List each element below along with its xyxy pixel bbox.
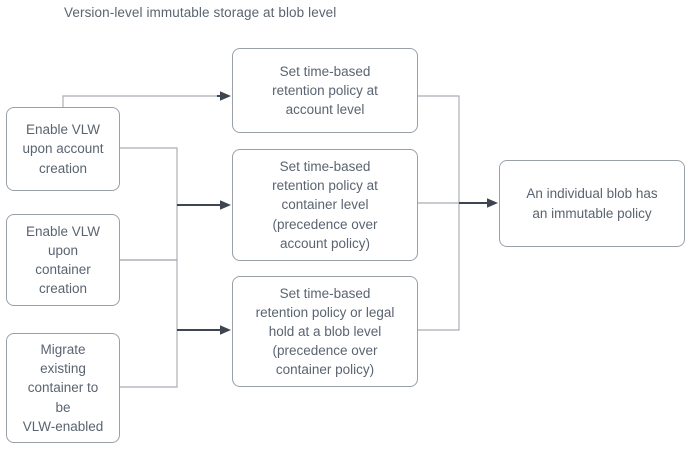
node-label: Set time-based retention policy at conta… [272, 159, 378, 251]
node-label: Enable VLW upon container creation [25, 223, 101, 297]
edge-retention-account-to-blob-immutable [418, 95, 460, 203]
node-individual-blob-immutable[interactable]: An individual blob has an immutable poli… [499, 160, 685, 247]
node-retention-container-level[interactable]: Set time-based retention policy at conta… [232, 149, 418, 261]
node-label: Set time-based retention policy at accou… [272, 63, 378, 118]
node-retention-account-level[interactable]: Set time-based retention policy at accou… [232, 48, 418, 133]
edge-left-group-to-container-policy [120, 147, 178, 205]
node-migrate-existing-container[interactable]: Migrate existing container to be VLW-ena… [6, 333, 120, 443]
edge-retention-blob-to-blob-immutable [418, 203, 460, 331]
node-label: An individual blob has an immutable poli… [526, 186, 658, 221]
arrow-into-retention-blob-level [177, 325, 231, 335]
diagram-title: Version-level immutable storage at blob … [64, 5, 337, 20]
arrow-into-individual-blob-immutable [459, 198, 498, 208]
node-label: Set time-based retention policy or legal… [255, 285, 395, 378]
edge-container-to-container-policy [120, 205, 178, 261]
edge-migrate-to-blob-policy [120, 330, 178, 388]
edge-account-to-retention-account [62, 91, 231, 107]
node-label: Enable VLW upon account creation [22, 122, 104, 176]
arrow-into-retention-container-level [177, 200, 231, 210]
node-retention-blob-level[interactable]: Set time-based retention policy or legal… [232, 276, 418, 387]
node-enable-vlw-container[interactable]: Enable VLW upon container creation [6, 214, 120, 306]
node-enable-vlw-account[interactable]: Enable VLW upon account creation [6, 107, 120, 191]
edge-container-to-blob-policy [120, 259, 178, 330]
node-label: Migrate existing container to be VLW-ena… [22, 342, 104, 434]
